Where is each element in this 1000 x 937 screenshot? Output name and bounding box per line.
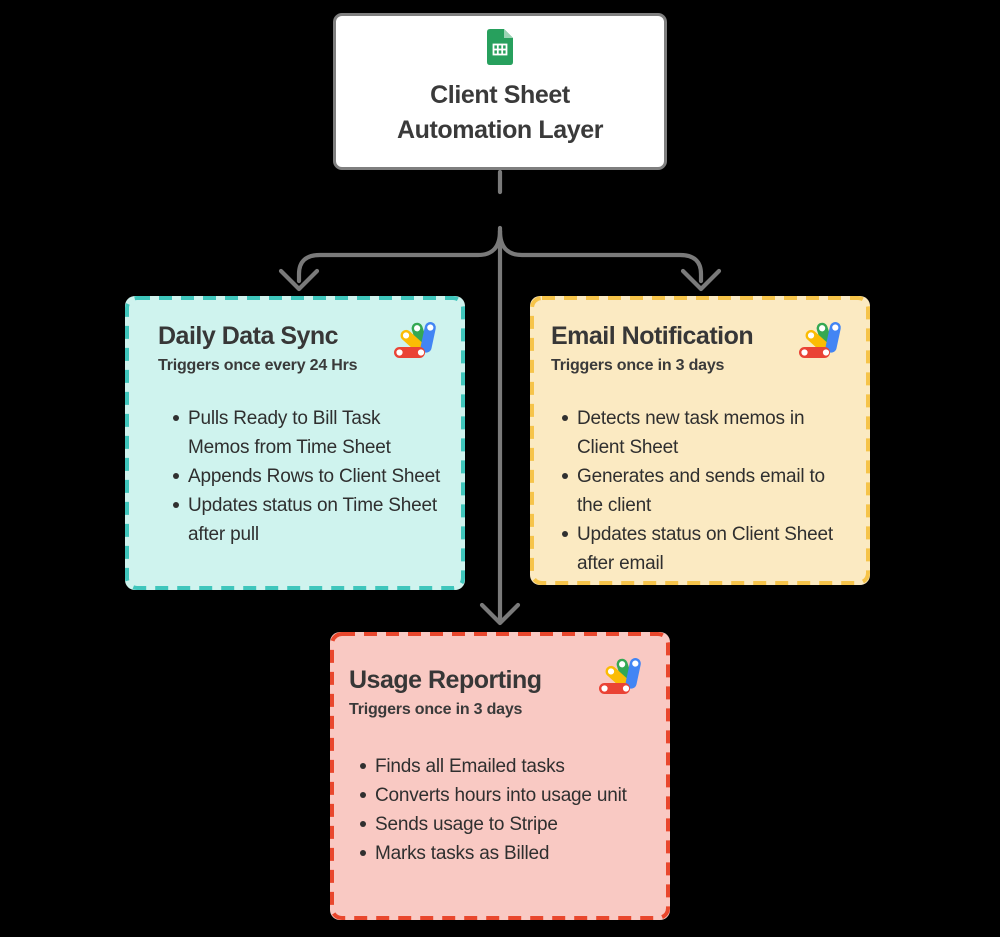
bullet-item: Updates status on Time Sheet after pull	[173, 491, 443, 549]
bullet-dot	[360, 792, 366, 798]
bullet-dot	[562, 531, 568, 537]
bullet-list: Detects new task memos in Client Sheet G…	[530, 404, 870, 578]
bullet-item: Updates status on Client Sheet after ema…	[562, 520, 850, 578]
card-title: Email Notification	[551, 322, 754, 350]
card-subtitle: Triggers once in 3 days	[349, 701, 523, 718]
bullet-item: Generates and sends email to the client	[562, 462, 850, 520]
google-sheets-icon	[487, 29, 513, 65]
arrowhead-center-icon	[479, 602, 521, 626]
dashed-border	[530, 296, 870, 585]
arrowhead-left-icon	[278, 268, 320, 292]
google-apps-script-icon	[799, 322, 841, 358]
bullet-text: Pulls Ready to Bill Task Memos from Time…	[188, 408, 391, 458]
bullet-dot	[562, 473, 568, 479]
card-title: Usage Reporting	[349, 666, 542, 694]
bullet-item: Detects new task memos in Client Sheet	[562, 404, 850, 462]
bullet-text: Converts hours into usage unit	[375, 785, 627, 806]
card-header: Email Notification Triggers once in 3 da…	[530, 296, 870, 376]
bullet-text: Updates status on Time Sheet after pull	[188, 495, 437, 545]
bullet-item: Converts hours into usage unit	[360, 781, 650, 810]
bullet-text: Detects new task memos in Client Sheet	[577, 408, 805, 458]
card-header: Usage Reporting Triggers once in 3 days	[330, 632, 670, 720]
bullet-item: Finds all Emailed tasks	[360, 752, 650, 781]
node-usage-reporting: Usage Reporting Triggers once in 3 days …	[330, 632, 670, 920]
bullet-text: Sends usage to Stripe	[375, 814, 558, 835]
card-title: Daily Data Sync	[158, 322, 339, 350]
connector-left-branch	[296, 228, 503, 284]
bullet-text: Appends Rows to Client Sheet	[188, 466, 441, 487]
node-client-sheet-automation-layer: Client Sheet Automation Layer	[333, 13, 667, 170]
node-email-notification: Email Notification Triggers once in 3 da…	[530, 296, 870, 585]
bullet-text: Generates and sends email to the client	[577, 466, 825, 516]
bullet-dot	[173, 473, 179, 479]
bullet-item: Sends usage to Stripe	[360, 810, 650, 839]
bullet-text: Marks tasks as Billed	[375, 843, 550, 864]
bullet-text: Updates status on Client Sheet after ema…	[577, 524, 833, 574]
dashed-border	[330, 632, 670, 920]
bullet-list: Finds all Emailed tasks Converts hours i…	[330, 752, 670, 868]
google-apps-script-icon	[394, 322, 436, 358]
card-header: Daily Data Sync Triggers once every 24 H…	[125, 296, 465, 376]
dashed-border	[125, 296, 465, 590]
bullet-item: Appends Rows to Client Sheet	[173, 462, 443, 491]
connector-right-branch	[497, 228, 704, 284]
root-title-line-1: Client Sheet	[430, 81, 570, 109]
bullet-dot	[360, 821, 366, 827]
bullet-item: Pulls Ready to Bill Task Memos from Time…	[173, 404, 443, 462]
arrowhead-right-icon	[680, 268, 722, 292]
bullet-item: Marks tasks as Billed	[360, 839, 650, 868]
node-daily-data-sync: Daily Data Sync Triggers once every 24 H…	[125, 296, 465, 590]
bullet-dot	[562, 415, 568, 421]
bullet-dot	[173, 502, 179, 508]
google-apps-script-icon	[599, 658, 641, 694]
card-subtitle: Triggers once in 3 days	[551, 357, 725, 374]
bullet-dot	[173, 415, 179, 421]
bullet-text: Finds all Emailed tasks	[375, 756, 565, 777]
card-subtitle: Triggers once every 24 Hrs	[158, 357, 358, 374]
bullet-list: Pulls Ready to Bill Task Memos from Time…	[125, 404, 465, 549]
bullet-dot	[360, 763, 366, 769]
root-title-line-2: Automation Layer	[396, 116, 604, 144]
root-node-title: Client Sheet Automation Layer	[396, 78, 604, 148]
bullet-dot	[360, 850, 366, 856]
